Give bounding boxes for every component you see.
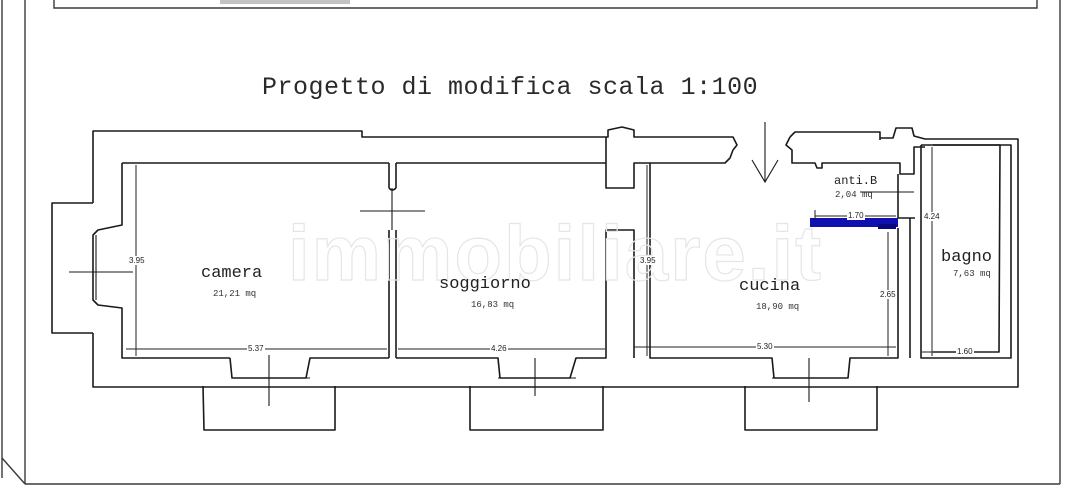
watermark: immobiliare.it xyxy=(287,208,824,297)
room-area-camera: 21,21 mq xyxy=(213,289,257,299)
dim-bagno-width: 1.60 xyxy=(956,347,974,356)
dim-cucina-right-height: 2.65 xyxy=(879,290,897,299)
entrance-arrow-icon xyxy=(751,122,779,184)
plan-title: Progetto di modifica scala 1:100 xyxy=(262,73,759,102)
highlight-partition xyxy=(810,218,898,227)
room-area-bagno: 7,63 mq xyxy=(953,269,991,279)
room-area-cucina: 18,90 mq xyxy=(756,302,800,312)
cucina-walls xyxy=(649,163,915,379)
soggiorno-walls xyxy=(202,162,878,431)
dim-camera-width: 5.37 xyxy=(247,344,265,353)
dim-soggiorno-width: 4.26 xyxy=(490,344,508,353)
room-name-camera: camera xyxy=(201,264,263,283)
room-name-bagno: bagno xyxy=(941,248,993,267)
dim-camera-height: 3.95 xyxy=(128,256,146,265)
dim-anti-width: 1.70 xyxy=(847,211,865,220)
dim-bagno-height: 4.24 xyxy=(923,212,941,221)
page-frame xyxy=(1,0,1061,485)
dim-cucina-height: 3.95 xyxy=(639,256,657,265)
room-name-anti-b: anti.B xyxy=(834,174,878,188)
room-area-soggiorno: 16,83 mq xyxy=(471,300,515,310)
room-name-cucina: cucina xyxy=(739,277,801,296)
room-name-soggiorno: soggiorno xyxy=(439,275,531,294)
room-area-anti-b: 2,04 mq xyxy=(835,190,873,200)
exterior-walls xyxy=(51,126,1019,388)
dim-cucina-width: 5.30 xyxy=(756,342,774,351)
